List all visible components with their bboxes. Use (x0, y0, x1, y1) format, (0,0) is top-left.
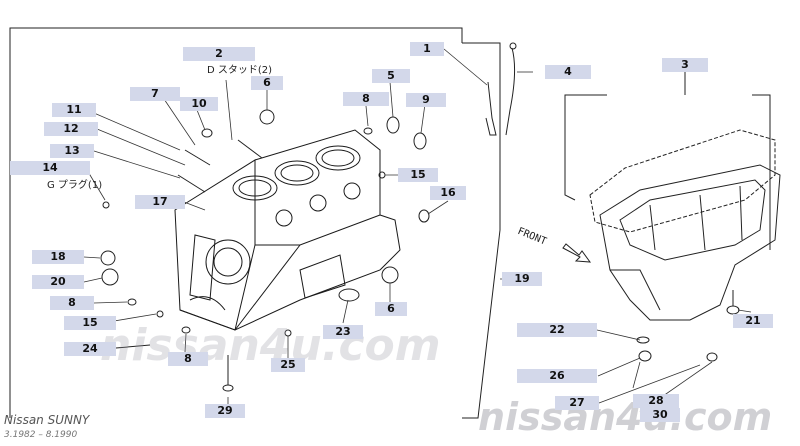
callout-11[interactable]: 11 (52, 103, 96, 117)
leader-lines (83, 48, 752, 413)
dipstick-assembly (485, 42, 517, 136)
callout-5[interactable]: 5 (372, 69, 410, 83)
callout-7[interactable]: 7 (130, 87, 180, 101)
oil-pan-gasket (589, 129, 776, 233)
annotation-stud: D スタッド(2) (207, 65, 273, 76)
callout-13[interactable]: 13 (50, 144, 94, 158)
callout-20[interactable]: 20 (32, 275, 84, 289)
callout-30[interactable]: 30 (640, 408, 680, 422)
callout-15-right[interactable]: 15 (398, 168, 438, 182)
callout-10[interactable]: 10 (180, 97, 218, 111)
callout-6-bottom[interactable]: 6 (375, 302, 407, 316)
callout-2[interactable]: 2 (183, 47, 255, 61)
callout-29[interactable]: 29 (205, 404, 245, 418)
callout-8-bottom[interactable]: 8 (168, 352, 208, 366)
callout-8-left[interactable]: 8 (50, 296, 94, 310)
callout-19[interactable]: 19 (502, 272, 542, 286)
oil-pan (599, 164, 781, 321)
callout-6-top[interactable]: 6 (251, 76, 283, 90)
callout-15-left[interactable]: 15 (64, 316, 116, 330)
watermark-bottom: nissan4u.com (478, 395, 773, 439)
callout-3[interactable]: 3 (662, 58, 708, 72)
front-arrow (562, 243, 592, 263)
block-group-frame (462, 42, 501, 419)
callout-14[interactable]: 14 (10, 161, 90, 175)
callout-21[interactable]: 21 (733, 314, 773, 328)
callout-23[interactable]: 23 (323, 325, 363, 339)
callout-12[interactable]: 12 (44, 122, 98, 136)
callout-25[interactable]: 25 (271, 358, 305, 372)
callout-4[interactable]: 4 (545, 65, 591, 79)
callout-16[interactable]: 16 (430, 186, 466, 200)
callout-26[interactable]: 26 (517, 369, 597, 383)
callout-8-top[interactable]: 8 (343, 92, 389, 106)
watermark: nissan4u.com (100, 320, 441, 371)
callout-24[interactable]: 24 (64, 342, 116, 356)
callout-22[interactable]: 22 (517, 323, 597, 337)
model-name: Nissan SUNNY (4, 413, 90, 427)
callout-9[interactable]: 9 (406, 93, 446, 107)
cylinder-block (174, 129, 401, 331)
annotation-plug: G プラグ(1) (47, 180, 103, 191)
callout-27[interactable]: 27 (555, 396, 599, 410)
callout-28[interactable]: 28 (633, 394, 679, 408)
callout-18[interactable]: 18 (32, 250, 84, 264)
production-years: 3.1982 – 8.1990 (4, 430, 78, 440)
callout-17[interactable]: 17 (135, 195, 185, 209)
callout-1[interactable]: 1 (410, 42, 444, 56)
